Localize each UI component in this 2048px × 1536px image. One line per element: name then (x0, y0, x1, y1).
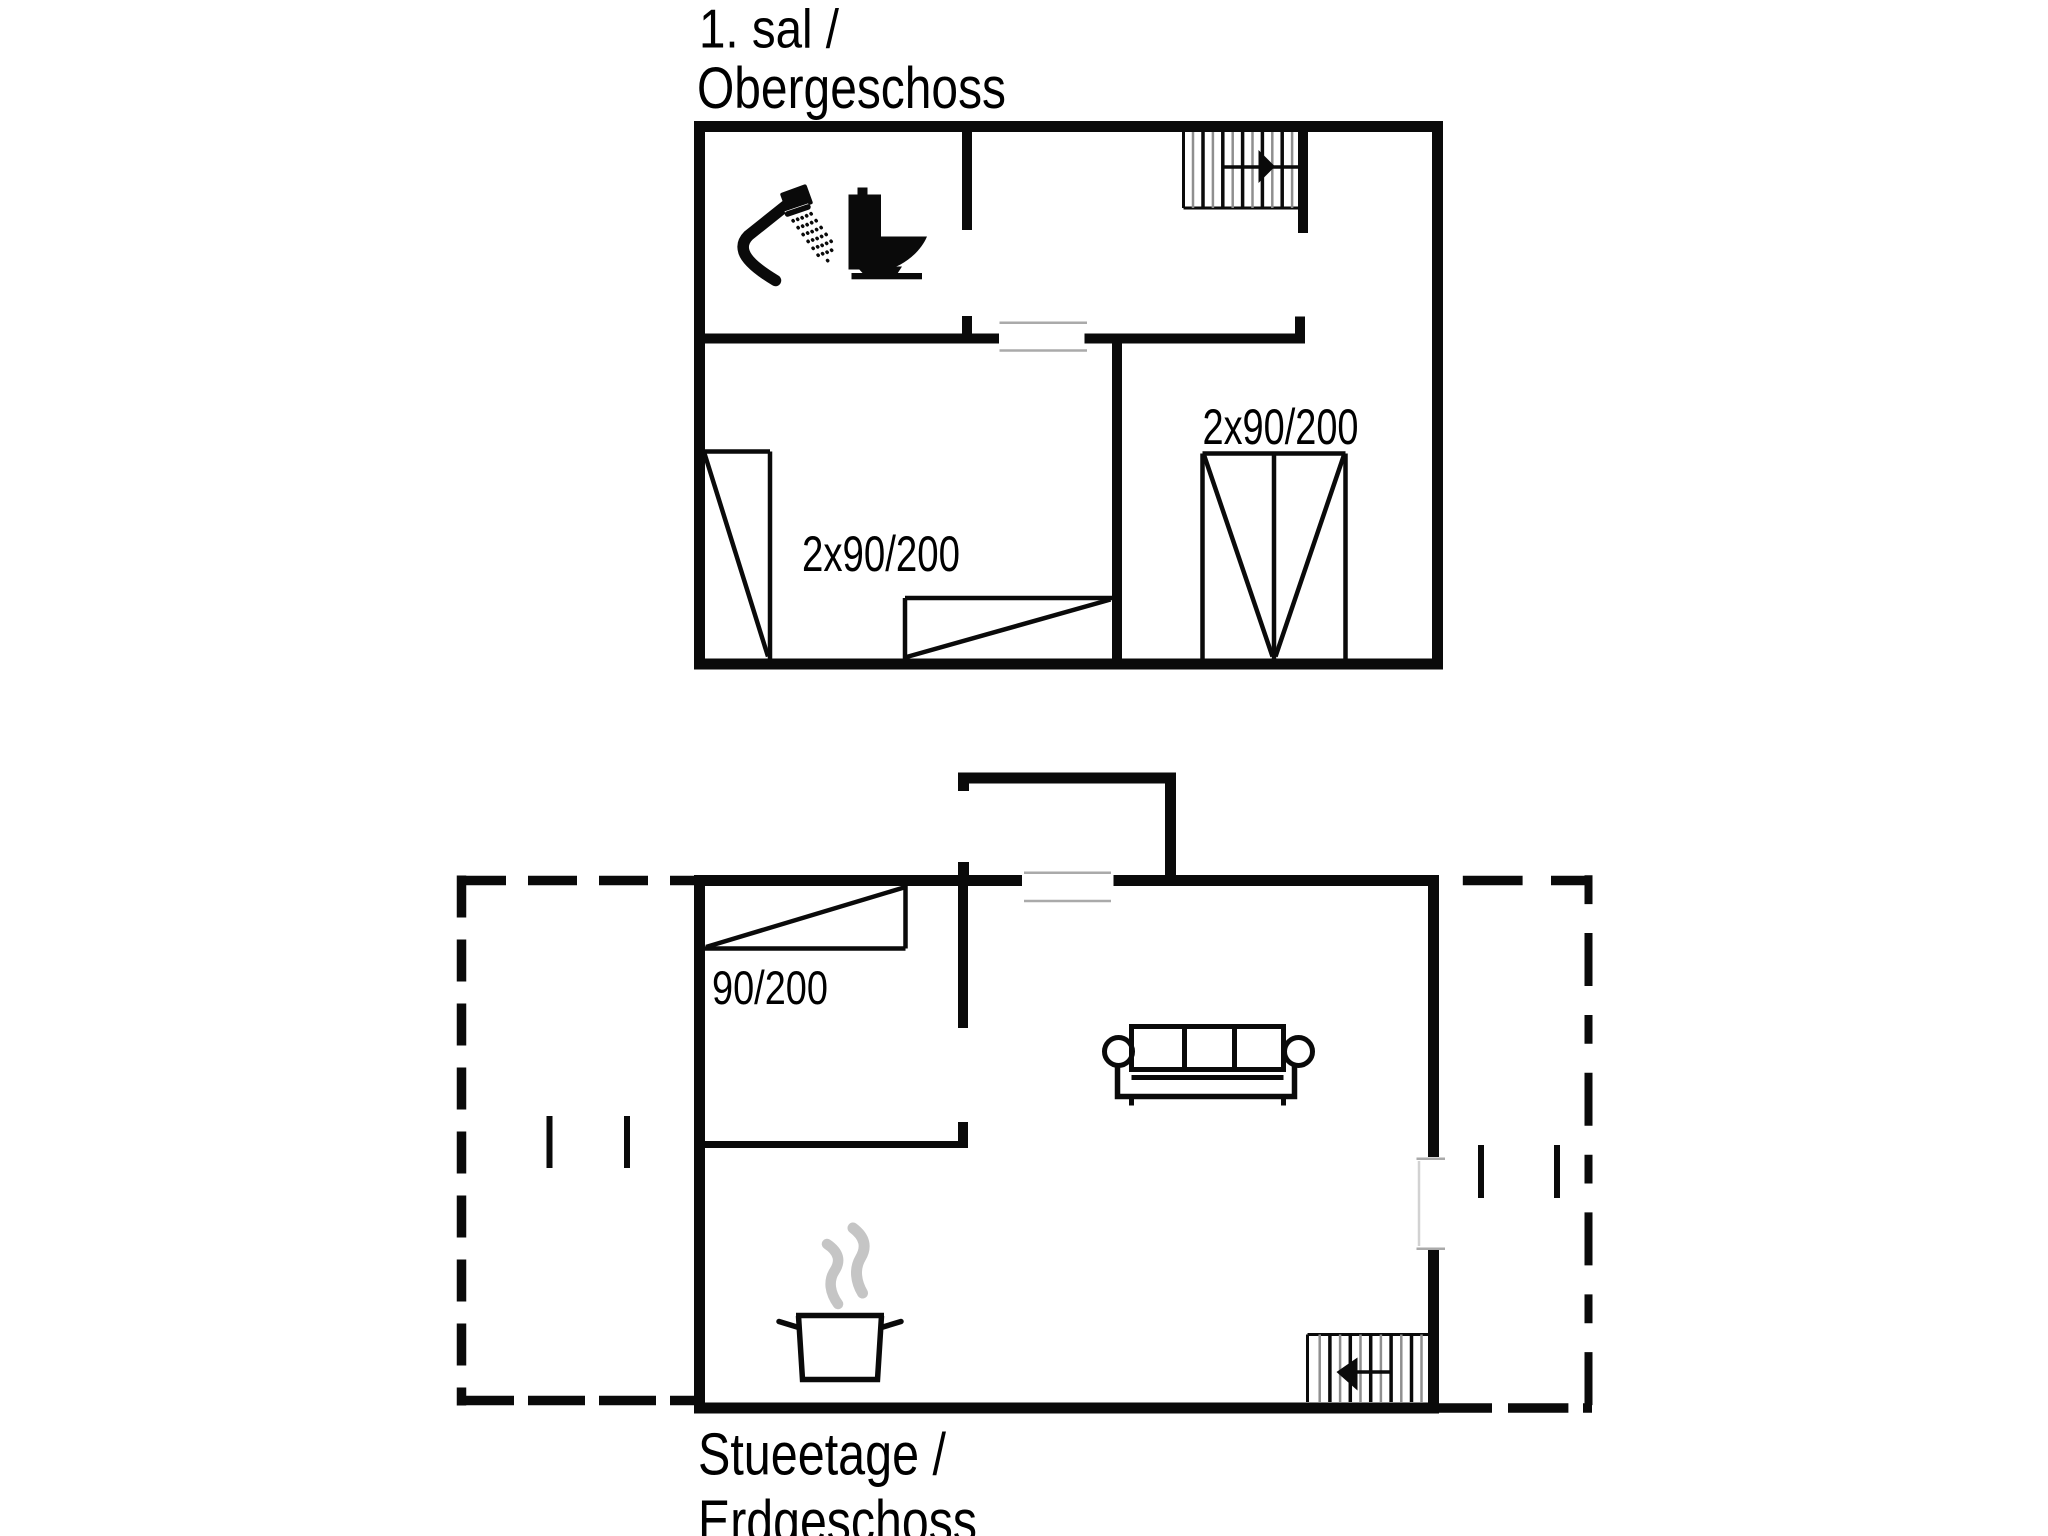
svg-text:1. sal /: 1. sal / (699, 0, 840, 60)
svg-text:2x90/200: 2x90/200 (1203, 399, 1359, 455)
svg-text:90/200: 90/200 (712, 961, 828, 1014)
svg-text:2x90/200: 2x90/200 (802, 526, 960, 582)
svg-text:Obergeschoss: Obergeschoss (697, 56, 1006, 121)
svg-text:Erdgeschoss: Erdgeschoss (698, 1489, 977, 1536)
svg-text:Stueetage /: Stueetage / (698, 1422, 946, 1488)
